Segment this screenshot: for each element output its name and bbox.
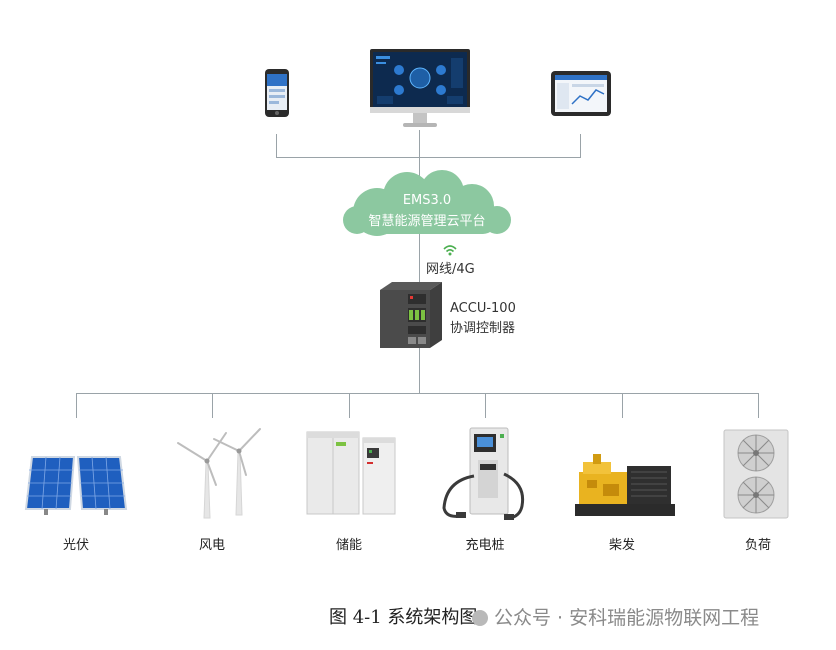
monitor-icon xyxy=(369,48,471,134)
cloud-title: EMS3.0 xyxy=(402,193,452,208)
tablet-icon xyxy=(550,70,612,122)
connector-tablet-vertical xyxy=(580,134,581,158)
connector-bottom-horizontal xyxy=(76,393,758,394)
connector-controller-bus xyxy=(419,345,420,393)
figure-caption: 图 4-1 系统架构图 xyxy=(329,607,478,628)
connector-solar xyxy=(76,393,77,418)
device-label-load: 负荷 xyxy=(744,538,771,553)
connector-load xyxy=(758,393,759,418)
connector-phone-vertical xyxy=(276,134,277,158)
cloud-platform: EMS3.0 智慧能源管理云平台 xyxy=(337,170,517,238)
controller-model: ACCU-100 xyxy=(450,301,516,316)
charging-pile-icon xyxy=(434,426,534,526)
cloud-icon xyxy=(343,170,511,236)
device-label-storage: 储能 xyxy=(335,538,362,553)
connector-monitor-vertical xyxy=(419,130,420,178)
watermark-text: 公众号 · 安科瑞能源物联网工程 xyxy=(494,607,760,629)
connector-wind xyxy=(212,393,213,418)
device-label-charger: 充电桩 xyxy=(465,538,505,553)
connector-cloud-controller xyxy=(419,233,420,283)
load-icon xyxy=(722,428,790,524)
device-label-generator: 柴发 xyxy=(608,538,635,553)
controller-name: 协调控制器 xyxy=(450,321,516,336)
cloud-subtitle: 智慧能源管理云平台 xyxy=(368,214,486,229)
smartphone-icon xyxy=(264,68,290,122)
solar-panel-icon xyxy=(24,455,128,519)
diesel-generator-icon xyxy=(573,450,677,524)
connector-charger xyxy=(485,393,486,418)
connector-generator xyxy=(622,393,623,418)
network-label: 网线/4G xyxy=(426,262,475,277)
controller-device-icon xyxy=(378,280,444,354)
wifi-icon xyxy=(443,241,457,260)
energy-storage-icon xyxy=(305,430,397,520)
watermark: 公众号 · 安科瑞能源物联网工程 xyxy=(472,603,759,630)
wechat-icon xyxy=(472,610,488,626)
wind-turbine-icon xyxy=(160,425,264,524)
device-label-solar: 光伏 xyxy=(62,538,89,553)
connector-top-horizontal xyxy=(276,157,581,158)
device-label-wind: 风电 xyxy=(198,538,225,553)
connector-storage xyxy=(349,393,350,418)
